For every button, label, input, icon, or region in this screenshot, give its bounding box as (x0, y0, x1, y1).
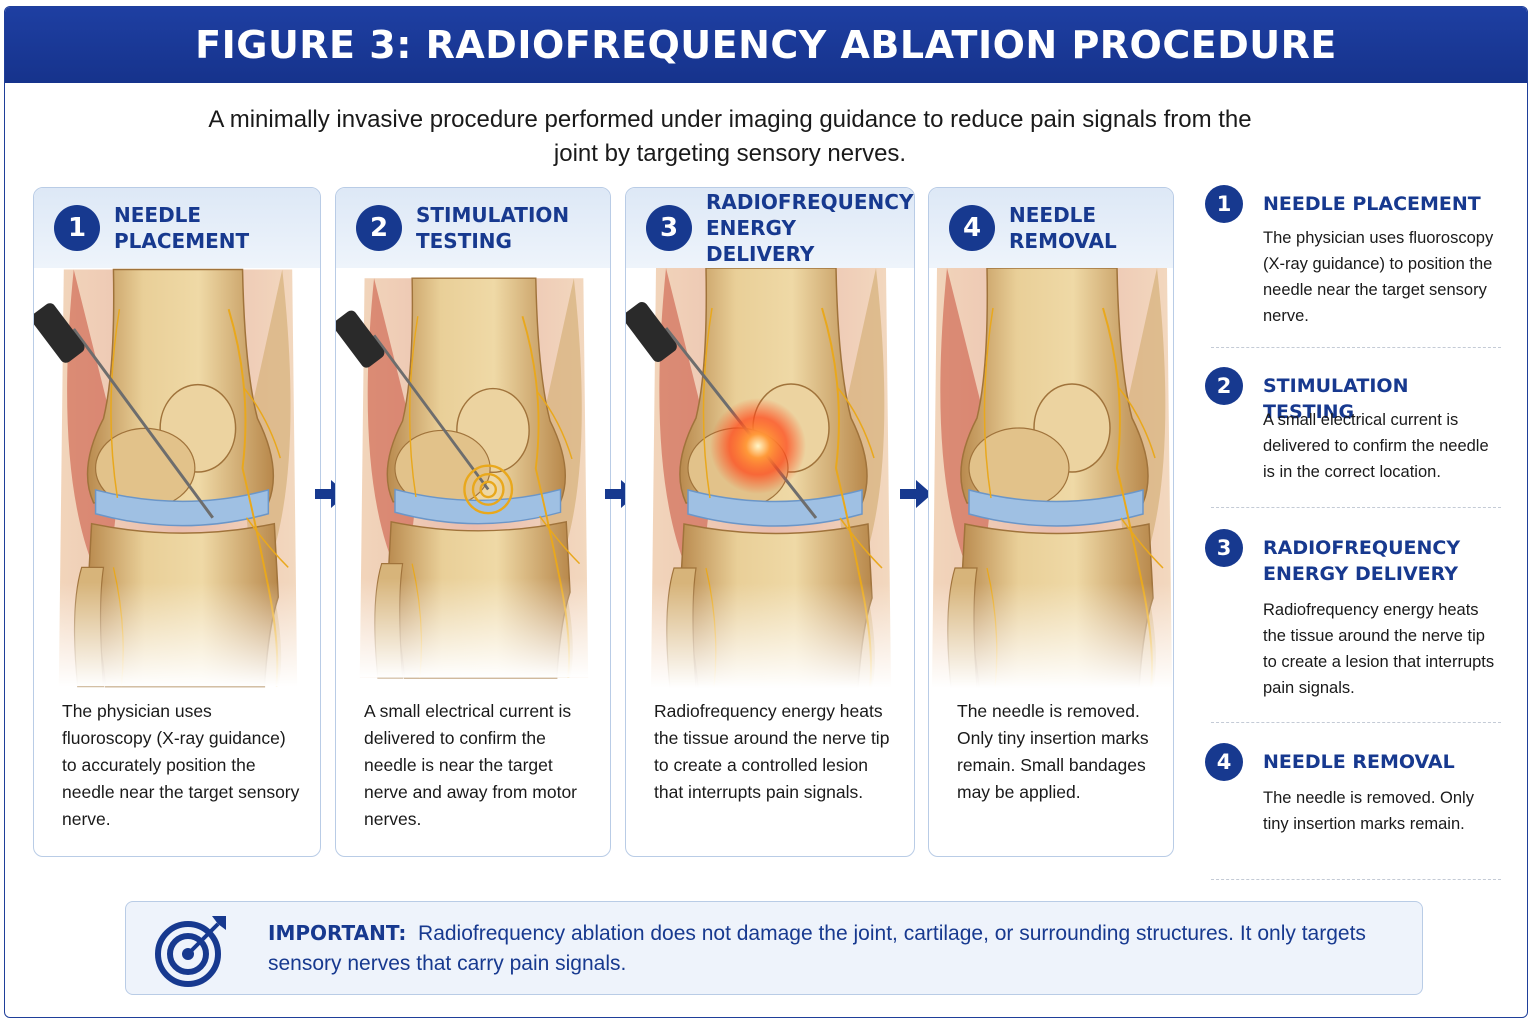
title-bar: FIGURE 3: RADIOFREQUENCY ABLATION PROCED… (5, 7, 1527, 83)
step-title: STIMULATION TESTING (416, 203, 570, 253)
step-card-2: 2 STIMULATION TESTING A small electrical… (335, 187, 611, 857)
summary-item-4: 4 NEEDLE REMOVAL The needle is removed. … (1205, 743, 1501, 873)
summary-title: STIMULATION TESTING (1263, 375, 1409, 423)
summary-item-3: 3 RADIOFREQUENCY ENERGY DELIVERY Radiofr… (1205, 529, 1501, 709)
summary-number-badge: 2 (1205, 367, 1243, 405)
step-description: The physician uses fluoroscopy (X-ray gu… (62, 701, 300, 829)
important-callout: IMPORTANT: Radiofrequency ablation does … (125, 901, 1423, 995)
step-title: NEEDLE REMOVAL (1009, 203, 1117, 253)
step-description: A small electrical current is delivered … (364, 701, 578, 829)
knee-needle-removal-illustration (929, 268, 1173, 688)
step-card-header: 3 RADIOFREQUENCY ENERGY DELIVERY (626, 188, 914, 268)
step-number-badge: 4 (949, 205, 995, 251)
step-number-badge: 2 (356, 205, 402, 251)
summary-divider (1211, 347, 1501, 348)
summary-number-badge: 3 (1205, 529, 1243, 567)
step-description: Radiofrequency energy heats the tissue a… (654, 701, 890, 802)
step-number-badge: 1 (54, 205, 100, 251)
summary-divider (1211, 722, 1501, 723)
step-card-4: 4 NEEDLE REMOVAL The needle is removed. … (928, 187, 1174, 857)
right-arrow-icon (900, 480, 932, 508)
summary-number-badge: 4 (1205, 743, 1243, 781)
summary-text: The physician uses fluoroscopy (X-ray gu… (1263, 229, 1494, 325)
figure-frame: FIGURE 3: RADIOFREQUENCY ABLATION PROCED… (4, 6, 1528, 1018)
summary-item-2: 2 STIMULATION TESTING A small electrical… (1205, 367, 1501, 507)
knee-needle-placement-illustration (34, 268, 320, 688)
step-card-header: 2 STIMULATION TESTING (336, 188, 610, 268)
figure-title: FIGURE 3: RADIOFREQUENCY ABLATION PROCED… (195, 23, 1337, 67)
summary-item-1: 1 NEEDLE PLACEMENT The physician uses fl… (1205, 185, 1501, 345)
knee-stimulation-illustration (336, 277, 610, 679)
summary-text: The needle is removed. Only tiny inserti… (1263, 789, 1474, 833)
summary-number-badge: 1 (1205, 185, 1243, 223)
step-card-header: 4 NEEDLE REMOVAL (929, 188, 1173, 268)
important-label: IMPORTANT: (268, 921, 407, 945)
knee-rf-energy-illustration (626, 268, 914, 688)
summary-text: A small electrical current is delivered … (1263, 411, 1489, 481)
step-description: The needle is removed. Only tiny inserti… (957, 701, 1149, 802)
step-title: RADIOFREQUENCY ENERGY DELIVERY (706, 190, 914, 266)
step-title: NEEDLE PLACEMENT (114, 203, 250, 253)
important-message: IMPORTANT: Radiofrequency ablation does … (268, 918, 1398, 979)
summary-title: NEEDLE PLACEMENT (1263, 193, 1481, 215)
important-text: Radiofrequency ablation does not damage … (268, 922, 1366, 975)
summary-divider (1211, 507, 1501, 508)
step-card-header: 1 NEEDLE PLACEMENT (34, 188, 320, 268)
summary-title: NEEDLE REMOVAL (1263, 751, 1455, 773)
step-card-3: 3 RADIOFREQUENCY ENERGY DELIVERY Radiofr… (625, 187, 915, 857)
step-number-badge: 3 (646, 205, 692, 251)
step-card-1: 1 NEEDLE PLACEMENT The physician uses fl… (33, 187, 321, 857)
summary-title: RADIOFREQUENCY ENERGY DELIVERY (1263, 537, 1461, 585)
target-arrow-icon (155, 916, 226, 987)
summary-divider (1211, 879, 1501, 880)
figure-subtitle: A minimally invasive procedure performed… (208, 106, 1252, 167)
summary-text: Radiofrequency energy heats the tissue a… (1263, 601, 1495, 697)
